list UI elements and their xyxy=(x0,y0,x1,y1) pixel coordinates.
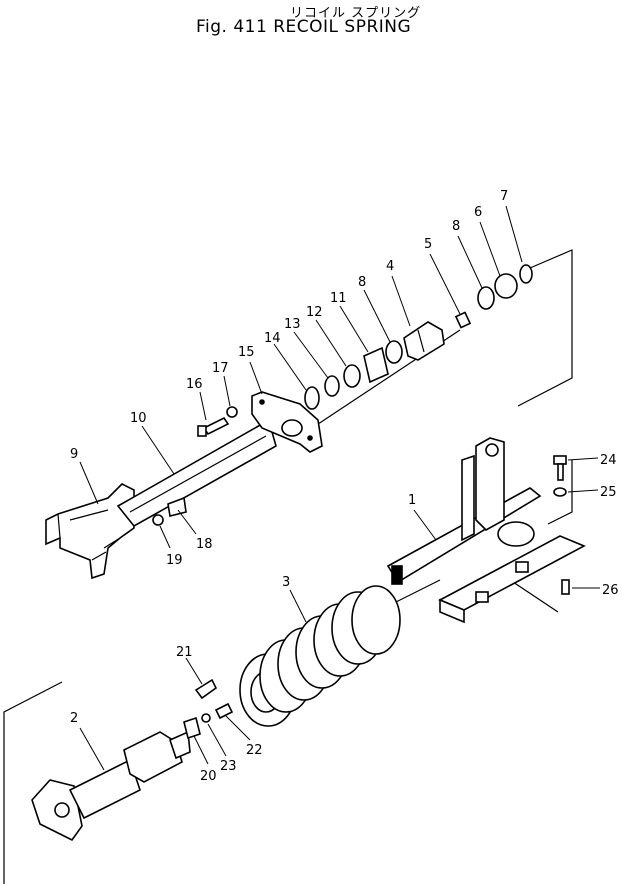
callout-3: 3 xyxy=(282,575,290,590)
callout-18: 18 xyxy=(196,537,213,552)
callout-24: 24 xyxy=(600,453,617,468)
part-packing-6 xyxy=(494,273,518,299)
part-rod xyxy=(116,423,277,528)
part-seal-8a xyxy=(385,340,403,364)
part-bracket xyxy=(386,437,542,585)
figure-title-block: リコイル スプリング Fig. 411 RECOIL SPRING xyxy=(0,0,622,44)
part-washer-17 xyxy=(226,406,238,418)
callout-22: 22 xyxy=(246,743,263,758)
part-bolt-22 xyxy=(214,702,234,720)
callout-leaders xyxy=(79,205,600,771)
part-plate xyxy=(251,391,323,453)
callout-21: 21 xyxy=(176,645,193,660)
callout-2: 2 xyxy=(70,711,78,726)
callout-4: 4 xyxy=(386,259,394,274)
callout-26: 26 xyxy=(602,583,619,598)
pin-leader-26 xyxy=(509,579,559,613)
callout-11: 11 xyxy=(330,291,347,306)
callout-5: 5 xyxy=(424,237,432,252)
callout-12: 12 xyxy=(306,305,323,320)
callout-16: 16 xyxy=(186,377,203,392)
callout-7: 7 xyxy=(500,189,508,204)
part-ring-13 xyxy=(324,375,340,397)
callout-10: 10 xyxy=(130,411,147,426)
part-seal-8b xyxy=(477,286,495,310)
part-guide-plate xyxy=(438,535,586,624)
callout-1: 1 xyxy=(408,493,416,508)
figure-title: Fig. 411 RECOIL SPRING xyxy=(196,17,412,37)
part-snap-ring-7 xyxy=(519,264,533,284)
part-bolt-16 xyxy=(197,416,230,437)
assembly-frame-line-left xyxy=(3,681,63,884)
assembly-frame-line-right xyxy=(547,460,573,525)
figure-subtitle-japanese: リコイル スプリング xyxy=(290,6,422,21)
part-bolt-18 xyxy=(167,496,187,517)
callout-8-left: 8 xyxy=(358,275,366,290)
callout-labels: 1 2 3 4 5 6 7 8 8 9 10 11 12 13 14 15 16… xyxy=(70,189,619,784)
part-bushing-11 xyxy=(363,346,389,384)
callout-25: 25 xyxy=(600,485,617,500)
callout-17: 17 xyxy=(212,361,229,376)
callout-15: 15 xyxy=(238,345,255,360)
callout-13: 13 xyxy=(284,317,301,332)
callout-14: 14 xyxy=(264,331,281,346)
part-ring-12 xyxy=(343,364,361,388)
callout-6: 6 xyxy=(474,205,482,220)
part-plug-5 xyxy=(454,311,472,329)
callout-23: 23 xyxy=(220,759,237,774)
part-washer-19 xyxy=(152,514,164,526)
callout-20: 20 xyxy=(200,769,217,784)
callout-9: 9 xyxy=(70,447,78,462)
part-recoil-spring xyxy=(239,585,401,727)
part-grease-fitting-21 xyxy=(194,678,218,700)
part-pin-26 xyxy=(561,579,570,595)
callout-19: 19 xyxy=(166,553,183,568)
part-piston-4 xyxy=(403,321,445,361)
part-cylinder xyxy=(31,730,191,842)
part-bracket-20 xyxy=(183,716,201,740)
part-washer-23 xyxy=(201,713,211,723)
callout-8-right: 8 xyxy=(452,219,460,234)
part-nut-25 xyxy=(553,487,567,497)
assembly-frame-line-top xyxy=(517,249,573,407)
part-bolt-24 xyxy=(553,455,567,481)
part-yoke xyxy=(45,483,135,580)
part-snap-ring-14 xyxy=(304,386,320,410)
